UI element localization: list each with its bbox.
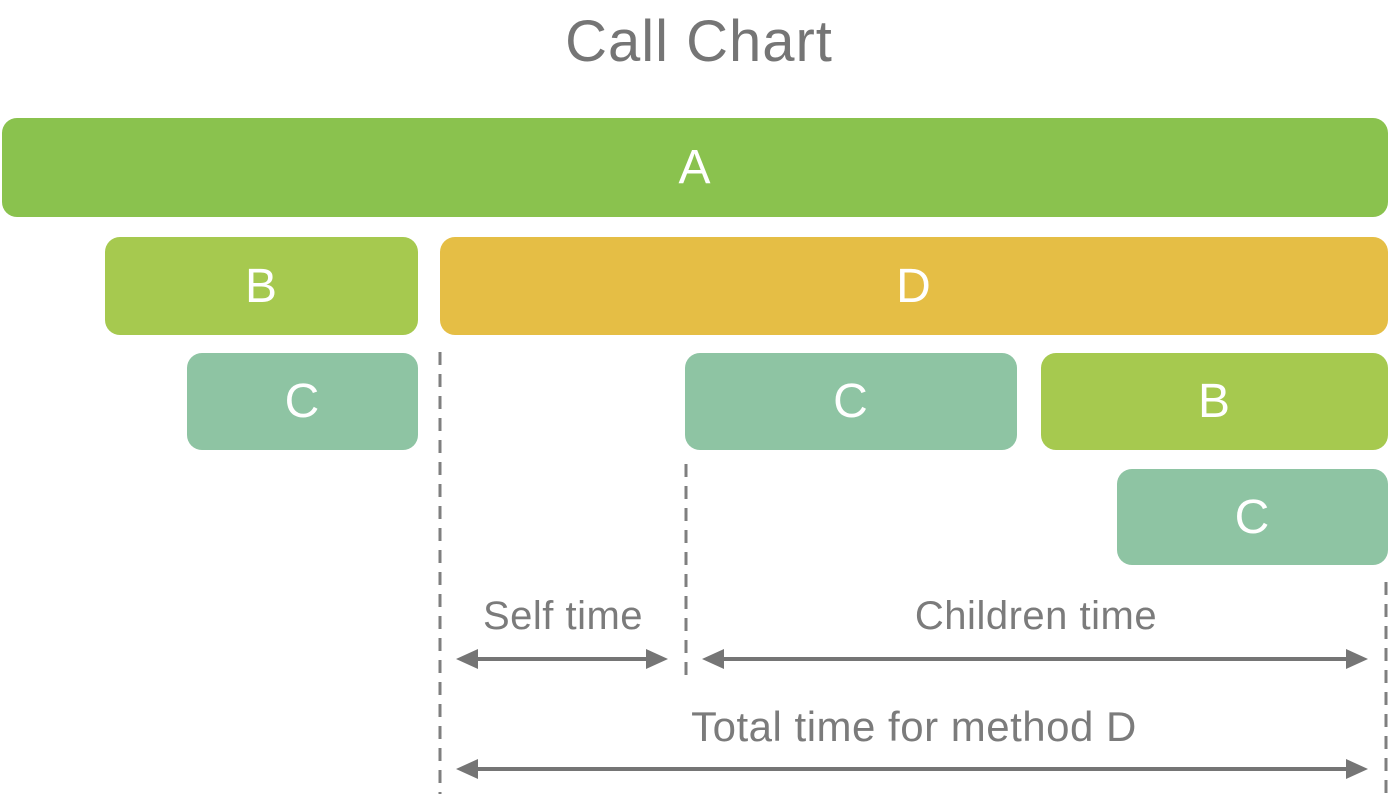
bar-a: A xyxy=(2,118,1388,217)
bar-c-mid: C xyxy=(685,353,1017,450)
bar-c-left: C xyxy=(187,353,418,450)
bar-a-label: A xyxy=(678,141,712,194)
page-title: Call Chart xyxy=(565,9,833,74)
bar-b-label: B xyxy=(244,259,278,313)
bar-c-left-label: C xyxy=(284,375,321,428)
children-time-label: Children time xyxy=(914,594,1158,638)
self-time-label: Self time xyxy=(482,594,644,638)
bar-c-mid-label: C xyxy=(833,375,869,428)
bar-b-right-label: B xyxy=(1197,375,1231,428)
bar-c-right-label: C xyxy=(1234,490,1271,544)
total-time-label: Total time for method D xyxy=(691,703,1137,750)
bar-d: D xyxy=(440,237,1388,335)
bar-d-label: D xyxy=(896,259,932,313)
bar-b-right: B xyxy=(1041,353,1388,450)
bar-c-right: C xyxy=(1117,469,1388,565)
bar-b: B xyxy=(105,237,418,335)
